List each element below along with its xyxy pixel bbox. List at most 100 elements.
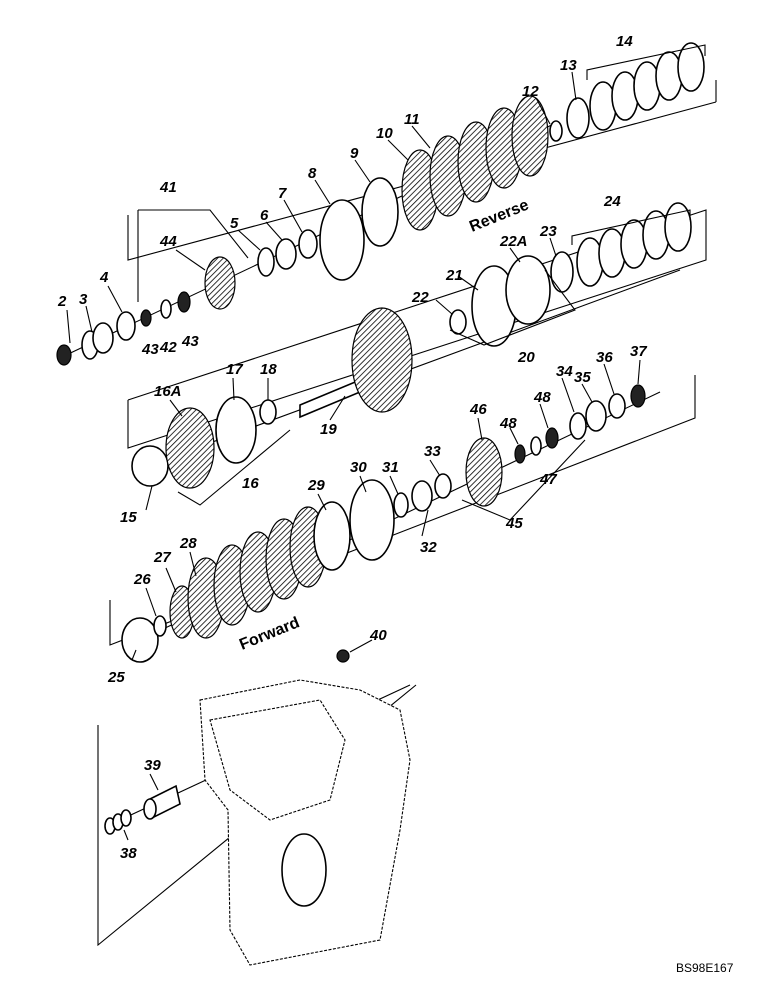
leader-lines <box>66 71 641 841</box>
callout-3: 3 <box>79 291 88 308</box>
middle-parts <box>131 202 692 489</box>
leader-2 <box>66 309 71 344</box>
callout-22A: 22A <box>499 233 528 250</box>
bearing-48b <box>545 427 559 449</box>
callout-7: 7 <box>278 185 287 202</box>
snap-ring-8 <box>319 199 365 281</box>
leader-29 <box>317 493 327 511</box>
leader-48a <box>509 427 519 445</box>
leader-48b <box>539 403 549 429</box>
callout-26: 26 <box>133 571 151 588</box>
ring-22 <box>449 309 467 335</box>
leader-39 <box>149 773 159 791</box>
callout-38: 38 <box>120 845 137 862</box>
thrust-bearing-6 <box>275 238 297 270</box>
needle-bearing-2 <box>56 344 72 366</box>
callout-14: 14 <box>616 33 633 50</box>
callout-9: 9 <box>350 145 359 162</box>
leader-46 <box>477 417 483 441</box>
leader-23 <box>549 237 557 257</box>
washer-5 <box>257 247 275 277</box>
leader-13 <box>571 71 577 101</box>
spacer-42 <box>160 299 172 319</box>
callout-39: 39 <box>144 757 161 774</box>
callout-47: 47 <box>539 471 557 488</box>
callout-40: 40 <box>369 627 387 644</box>
leader-22A <box>509 247 521 263</box>
leader-30 <box>359 475 367 493</box>
leader-19 <box>329 395 346 421</box>
leader-7 <box>283 199 303 233</box>
forward-section-frame <box>109 375 696 646</box>
washer-33 <box>434 473 452 499</box>
callout-22: 22 <box>411 289 429 306</box>
leader-34 <box>561 377 575 413</box>
clutch-drum-19 <box>351 307 413 413</box>
callout-21: 21 <box>445 267 463 284</box>
leader-44 <box>175 249 206 271</box>
callout-48-b: 48 <box>533 389 551 406</box>
upper-parts <box>56 42 705 366</box>
callout-42: 42 <box>159 339 177 356</box>
washer-31 <box>393 492 409 518</box>
callout-33: 33 <box>424 443 441 460</box>
callout-44: 44 <box>159 233 177 250</box>
piston-22A <box>505 255 551 325</box>
callout-16: 16 <box>242 475 259 492</box>
callout-23: 23 <box>539 223 557 240</box>
leader-11 <box>411 125 431 149</box>
callout-31: 31 <box>382 459 399 476</box>
disc-11d <box>511 95 549 177</box>
leader-16A <box>169 399 183 417</box>
snap-ring-30 <box>349 479 395 561</box>
callout-4: 4 <box>99 269 109 286</box>
callout-2: 2 <box>57 293 67 310</box>
washer-4 <box>116 311 136 341</box>
leader-15 <box>145 485 153 511</box>
leader-32 <box>421 509 429 537</box>
washer-7 <box>298 229 318 259</box>
leader-22 <box>435 299 453 315</box>
transmission-housing <box>104 649 411 966</box>
bearing-43a <box>140 309 152 327</box>
callout-36: 36 <box>596 349 613 366</box>
thrust-bearing-3 <box>92 322 114 354</box>
callout-5: 5 <box>230 215 239 232</box>
plug-40 <box>336 649 350 663</box>
callout-16A: 16A <box>154 383 182 400</box>
thrust-bearing-32 <box>411 480 433 512</box>
leader-21 <box>457 275 479 291</box>
leader-17 <box>232 377 235 401</box>
bracket-24 <box>571 209 691 245</box>
callout-labels: 2 3 4 5 6 7 8 9 10 11 12 13 14 15 16 16A… <box>57 33 647 862</box>
group-brackets <box>137 44 706 521</box>
leader-40 <box>349 639 373 653</box>
plate-14e <box>677 42 705 92</box>
ring-26 <box>153 615 167 637</box>
callout-10: 10 <box>376 125 393 142</box>
leader-26 <box>145 587 157 617</box>
reference-code: BS98E167 <box>676 961 734 975</box>
callout-6: 6 <box>260 207 269 224</box>
callout-13: 13 <box>560 57 577 74</box>
washer-36 <box>608 393 626 419</box>
leader-4 <box>107 285 123 313</box>
bracket-45 <box>461 439 586 521</box>
ring-38c <box>120 809 132 827</box>
ring-12 <box>549 120 563 142</box>
bracket-16 <box>177 429 291 506</box>
forward-parts <box>121 384 646 663</box>
callout-18: 18 <box>260 361 277 378</box>
callout-27: 27 <box>153 549 171 566</box>
callout-43-b: 43 <box>181 333 199 350</box>
leader-35 <box>581 383 593 403</box>
leader-38 <box>123 829 129 841</box>
spacer-47 <box>530 436 542 456</box>
plate-9 <box>361 177 399 247</box>
forward-label: Forward <box>237 614 302 653</box>
callout-17: 17 <box>226 361 243 378</box>
leader-9 <box>354 159 371 183</box>
leader-6 <box>265 221 283 241</box>
bearing-43b <box>177 291 191 313</box>
callout-41: 41 <box>159 179 177 196</box>
